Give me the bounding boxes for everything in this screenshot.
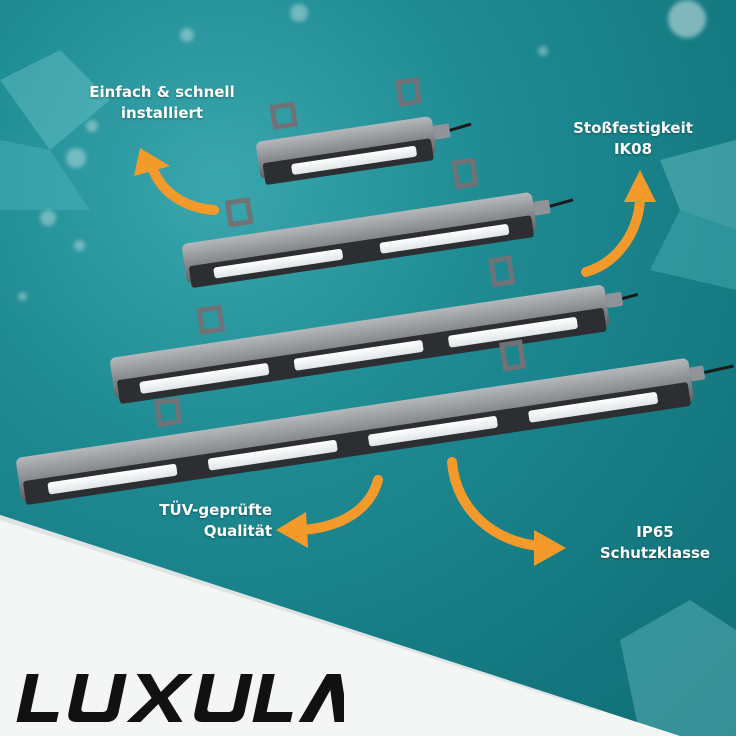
facet-shape xyxy=(650,140,736,290)
feature-ip-line2: Schutzklasse xyxy=(599,544,711,562)
bokeh-dot xyxy=(86,120,98,132)
feature-install-line2: installiert xyxy=(120,104,204,122)
feature-ip-line1: IP65 xyxy=(636,523,674,541)
feature-label-install: Einfach & schnell installiert xyxy=(62,82,262,124)
fixture-2 xyxy=(182,157,574,288)
arrow-tuv-icon xyxy=(295,475,383,535)
bokeh-dot xyxy=(668,0,706,38)
bokeh-dot xyxy=(66,148,86,168)
feature-impact-line2: IK08 xyxy=(613,140,653,158)
fixture-4 xyxy=(16,339,734,505)
fixture-3 xyxy=(110,255,639,404)
feature-label-tuv: TÜV-geprüfte Qualität xyxy=(112,500,272,542)
bokeh-dot xyxy=(74,240,85,251)
bokeh-dot xyxy=(290,4,308,22)
feature-tuv-line2: Qualität xyxy=(203,522,272,540)
feature-impact-line1: Stoßfestigkeit xyxy=(573,119,693,137)
feature-label-ip: IP65 Schutzklasse xyxy=(580,522,730,564)
feature-install-line1: Einfach & schnell xyxy=(89,83,235,101)
luxula-logo xyxy=(16,674,344,722)
arrow-impact-icon xyxy=(581,191,645,277)
bokeh-dot xyxy=(18,292,27,301)
facet-shape xyxy=(620,600,736,736)
bokeh-dot xyxy=(40,210,56,226)
bokeh-dot xyxy=(538,46,548,56)
fixture-1 xyxy=(256,76,472,185)
facet-shape xyxy=(0,50,110,210)
feature-tuv-line1: TÜV-geprüfte xyxy=(159,501,272,519)
feature-label-impact: Stoßfestigkeit IK08 xyxy=(548,118,718,160)
bokeh-dot xyxy=(180,28,194,42)
arrow-install-icon xyxy=(147,161,219,215)
arrow-ip-icon xyxy=(447,457,545,551)
